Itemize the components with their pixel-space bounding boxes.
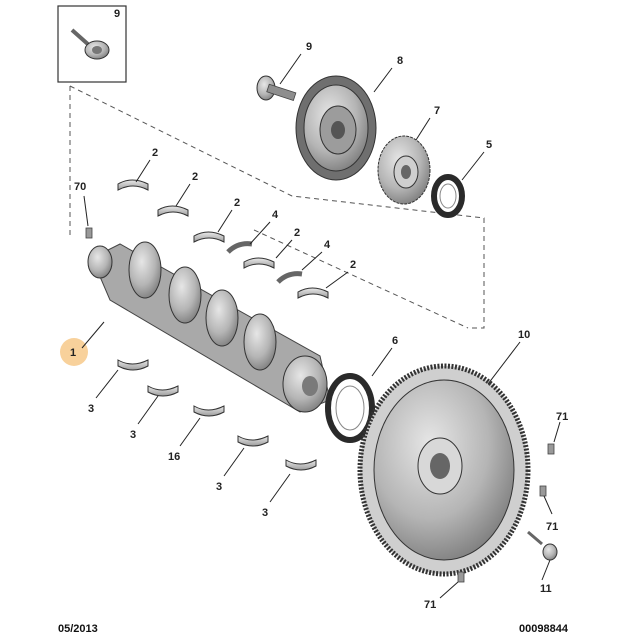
assembly-outline [69,85,485,329]
callout-damper-bolt: 9 [306,41,312,53]
inset-box: 9 [57,5,127,83]
timing-sprocket [377,135,431,205]
callout-bearing-2c: 2 [234,197,240,209]
callout-bearing-3b: 3 [130,429,136,441]
callout-bolt: 11 [540,583,552,595]
callout-pulley: 8 [397,55,403,67]
callout-bearing-3d: 3 [262,507,268,519]
callout-dowel-71a: 71 [556,411,568,423]
rear-oil-seal [325,373,375,443]
callout-rear-seal: 6 [392,335,398,347]
callout-bearing-2e: 2 [350,259,356,271]
callout-crankshaft: 1 [70,347,76,359]
footer-date: 05/2013 [58,623,98,635]
callout-flywheel: 10 [518,329,530,341]
callout-bearing-2b: 2 [192,171,198,183]
inset-callout: 9 [114,8,120,20]
flywheel-fasteners [457,443,558,583]
callout-dowel-71c: 71 [424,599,436,611]
callout-labels: 9 8 7 5 2 2 2 4 2 4 2 70 1 6 10 3 3 16 3… [70,41,568,611]
upper-bearing-shells [117,179,329,299]
highlight-marker [60,338,88,366]
callout-bearing-2d: 2 [294,227,300,239]
damper-bolt [256,75,297,101]
callout-thrust-4a: 4 [272,209,279,221]
crankshaft-pulley [295,75,377,181]
callout-bearing-3a: 3 [88,403,94,415]
callout-pin: 70 [74,181,86,193]
callout-front-seal: 5 [486,139,492,151]
footer-reference: 00098844 [519,623,569,635]
callout-bearing-2a: 2 [152,147,158,159]
flywheel [357,363,531,577]
callout-bearing-16: 16 [168,451,180,463]
inset-bolt-icon [70,28,110,60]
locating-pin [85,227,93,239]
lower-bearing-shells [117,359,317,471]
leader-lines [81,53,561,599]
front-oil-seal [431,174,465,218]
callout-thrust-4b: 4 [324,239,331,251]
callout-sprocket: 7 [434,105,440,117]
callout-dowel-71b: 71 [546,521,558,533]
crankshaft [87,241,331,413]
callout-bearing-3c: 3 [216,481,222,493]
